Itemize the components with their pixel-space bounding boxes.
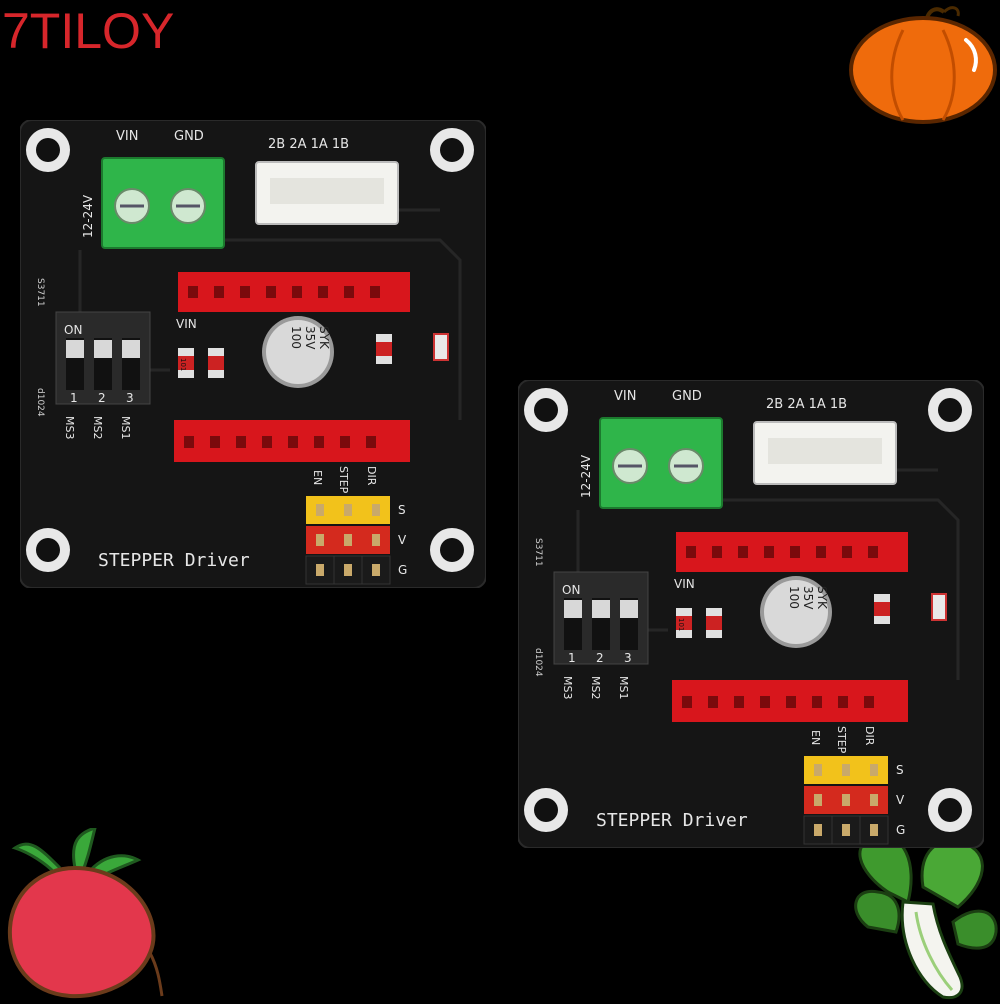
resistor-code: 101	[677, 618, 685, 631]
voltage-label: 12-24V	[579, 454, 593, 498]
row-label: G	[398, 563, 407, 577]
side-code: S3711	[35, 278, 45, 307]
cap-voltage: 35V	[303, 326, 317, 350]
resistor	[874, 594, 890, 624]
motor-connector	[255, 161, 399, 225]
dip-number: 2	[98, 391, 106, 405]
mounting-hole	[524, 388, 568, 432]
dip-number: 3	[126, 391, 134, 405]
capacitor	[760, 576, 832, 648]
cap-value: 100	[787, 586, 801, 609]
dip-on-label: ON	[562, 583, 580, 597]
row-label: V	[398, 533, 407, 547]
signal-pin-header	[803, 756, 889, 845]
ms-label: MS3	[561, 676, 574, 699]
cap-value: 100	[289, 326, 303, 349]
capacitor	[262, 316, 334, 388]
signal-label: DIR	[863, 726, 876, 746]
mounting-hole	[26, 528, 70, 572]
mounting-hole	[26, 128, 70, 172]
pumpkin-icon	[848, 0, 998, 134]
ms-label: MS1	[119, 416, 132, 439]
signal-label: DIR	[365, 466, 378, 486]
resistor	[706, 608, 722, 638]
board-title: STEPPER Driver	[98, 550, 250, 571]
cap-brand: SYK	[815, 586, 829, 610]
driver-header-top	[676, 532, 908, 572]
header-vin-label: VIN	[176, 317, 197, 331]
motor-connector	[753, 421, 897, 485]
resistor	[208, 348, 224, 378]
dip-number: 1	[568, 651, 576, 665]
signal-label: STEP	[835, 726, 848, 754]
power-terminal-block	[101, 157, 225, 249]
row-label: V	[896, 793, 905, 807]
ms-label: MS3	[63, 416, 76, 439]
driver-header-bottom	[174, 420, 410, 462]
resistor	[178, 348, 194, 378]
signal-pin-header	[305, 496, 391, 585]
dip-number: 2	[596, 651, 604, 665]
dip-on-label: ON	[64, 323, 82, 337]
vin-label: VIN	[614, 389, 636, 404]
brand-logo: 7TILOY	[2, 3, 175, 59]
side-code: S3711	[533, 538, 543, 567]
led	[433, 333, 449, 361]
gnd-label: GND	[174, 129, 204, 144]
signal-label: EN	[809, 730, 822, 745]
ms-label: MS1	[617, 676, 630, 699]
board-title: STEPPER Driver	[596, 810, 748, 831]
resistor	[676, 608, 692, 638]
mounting-hole	[928, 388, 972, 432]
header-vin-label: VIN	[674, 577, 695, 591]
side-code: d1024	[35, 388, 45, 417]
ms-label: MS2	[589, 676, 602, 699]
signal-label: STEP	[337, 466, 350, 494]
stepper-driver-board: VIN GND 12-24V 2B 2A 1A 1B VIN ON 1 2	[19, 119, 487, 592]
vin-label: VIN	[116, 129, 138, 144]
resistor	[376, 334, 392, 364]
ms-label: MS2	[91, 416, 104, 439]
signal-label: EN	[311, 470, 324, 485]
motor-pin-labels: 2B 2A 1A 1B	[766, 397, 847, 412]
driver-header-bottom	[672, 680, 908, 722]
side-code: d1024	[533, 648, 543, 677]
dip-switch	[55, 311, 151, 405]
cap-brand: SYK	[317, 326, 331, 350]
mounting-hole	[430, 128, 474, 172]
driver-header-top	[178, 272, 410, 312]
cap-voltage: 35V	[801, 586, 815, 610]
dip-switch	[553, 571, 649, 665]
dip-number: 3	[624, 651, 632, 665]
row-label: S	[398, 503, 406, 517]
row-label: S	[896, 763, 904, 777]
row-label: G	[896, 823, 905, 837]
mounting-hole	[524, 788, 568, 832]
motor-pin-labels: 2B 2A 1A 1B	[268, 137, 349, 152]
resistor-code: 101	[179, 358, 187, 371]
stepper-driver-board: VIN GND 12-24V 2B 2A 1A 1B VIN ON 1 2 3 …	[517, 379, 985, 852]
gnd-label: GND	[672, 389, 702, 404]
mounting-hole	[928, 788, 972, 832]
power-terminal-block	[599, 417, 723, 509]
radish-icon	[0, 825, 170, 1004]
led	[931, 593, 947, 621]
dip-number: 1	[70, 391, 78, 405]
voltage-label: 12-24V	[81, 194, 95, 238]
bok-choy-icon	[848, 832, 1000, 1004]
mounting-hole	[430, 528, 474, 572]
